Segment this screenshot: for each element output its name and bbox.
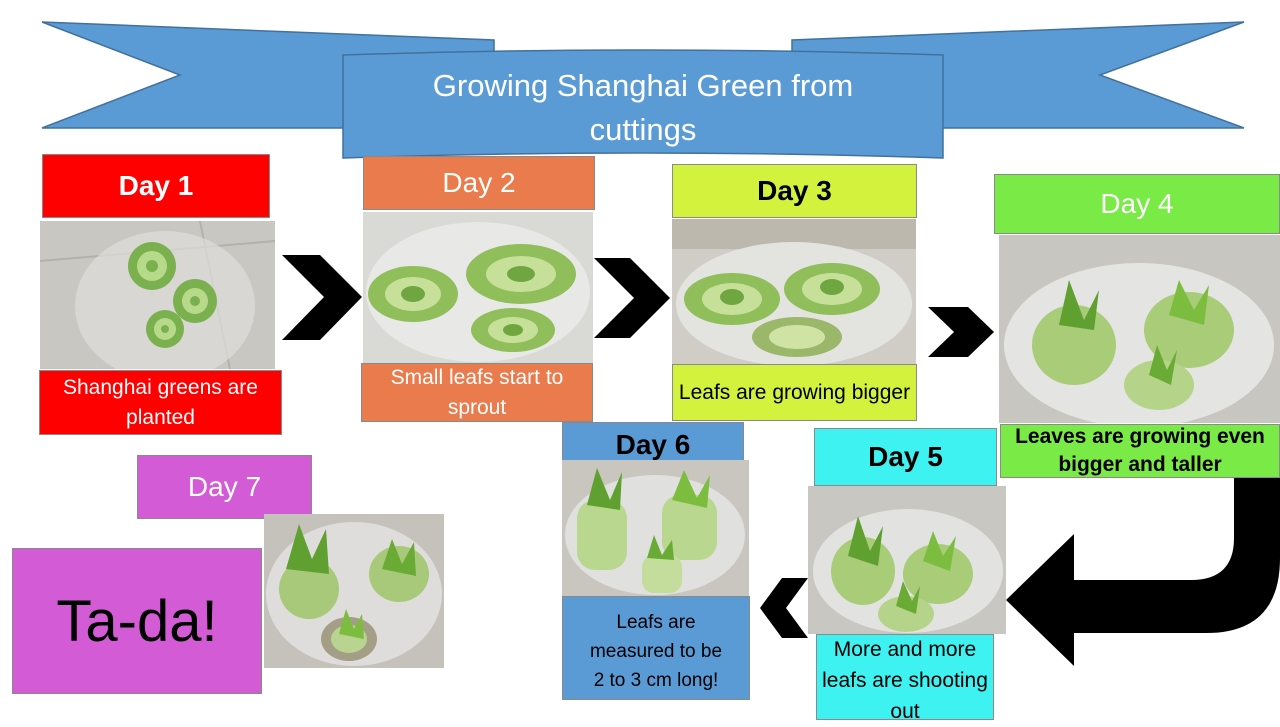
day-6-photo bbox=[562, 460, 749, 596]
day-4-caption: Leaves are growing even bigger and talle… bbox=[1000, 424, 1280, 478]
day-5-photo bbox=[808, 486, 1006, 634]
day-2-photo bbox=[363, 212, 593, 364]
arrow-left-icon bbox=[760, 578, 808, 638]
day-6-caption: Leafs are measured to be 2 to 3 cm long! bbox=[562, 596, 750, 700]
day-7-label: Day 7 bbox=[137, 455, 312, 519]
day-5-label: Day 5 bbox=[814, 428, 997, 486]
day-5-caption: More and more leafs are shooting out bbox=[816, 634, 994, 723]
arrow-right-icon bbox=[282, 255, 362, 340]
day-7-caption: Ta-da! bbox=[12, 548, 262, 694]
day-2-caption: Small leafs start to sprout bbox=[361, 363, 593, 422]
day-1-label: Day 1 bbox=[42, 154, 270, 218]
arrow-right-icon bbox=[594, 258, 670, 338]
day-7-photo bbox=[264, 514, 444, 668]
day-4-label: Day 4 bbox=[994, 174, 1280, 234]
arrow-right-icon bbox=[928, 307, 994, 357]
day-1-photo bbox=[40, 221, 275, 369]
title-banner bbox=[41, 21, 1245, 159]
day-3-photo bbox=[672, 219, 916, 365]
curved-arrow-icon bbox=[1006, 478, 1280, 666]
day-3-label: Day 3 bbox=[672, 164, 917, 218]
day-3-caption: Leafs are growing bigger bbox=[672, 364, 917, 421]
day-1-caption: Shanghai greens are planted bbox=[39, 370, 282, 435]
day-4-photo bbox=[999, 235, 1280, 423]
page-title: Growing Shanghai Green from cuttings bbox=[432, 68, 854, 147]
day-2-label: Day 2 bbox=[363, 156, 595, 210]
